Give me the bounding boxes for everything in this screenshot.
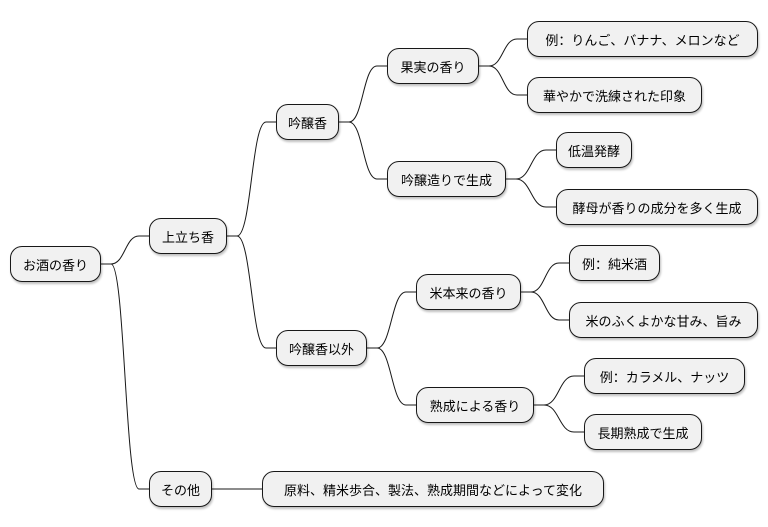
mindmap-node-yeast-aroma[interactable]: 酵母が香りの成分を多く生成 bbox=[556, 189, 758, 225]
mindmap-node-rice-aroma[interactable]: 米本来の香り bbox=[416, 274, 521, 310]
mindmap-node-other-factors[interactable]: 原料、精米歩合、製法、熟成期間などによって変化 bbox=[262, 471, 604, 507]
mindmap-node-ginjoka[interactable]: 吟醸香 bbox=[276, 104, 339, 140]
edge-n1b1-n1b1a bbox=[521, 262, 569, 293]
mindmap-node-junmai-example[interactable]: 例：純米酒 bbox=[569, 245, 660, 281]
mindmap-node-other[interactable]: その他 bbox=[149, 471, 212, 507]
mindmap-node-rice-sweetness[interactable]: 米のふくよかな甘み、旨み bbox=[569, 302, 758, 338]
mindmap-node-refined-impression[interactable]: 華やかで洗練された印象 bbox=[527, 77, 702, 113]
edge-n1a2-n1a2a bbox=[506, 149, 556, 180]
edge-n1b-n1b2 bbox=[367, 347, 416, 406]
edge-n1a-n1a2 bbox=[339, 121, 387, 180]
mindmap-node-long-aging[interactable]: 長期熟成で生成 bbox=[584, 414, 702, 450]
edge-root-n2 bbox=[101, 263, 149, 490]
edge-n1-n1b bbox=[227, 235, 276, 349]
mindmap-node-fruit-aroma[interactable]: 果実の香り bbox=[387, 48, 479, 84]
mindmap-node-ginjo-brewing[interactable]: 吟醸造りで生成 bbox=[387, 161, 506, 197]
edge-n1b2-n1b2b bbox=[534, 404, 584, 433]
edge-n1a1-n1a1a bbox=[479, 38, 527, 67]
edge-root-n1 bbox=[101, 235, 149, 265]
edge-n1a1-n1a1b bbox=[479, 65, 527, 96]
mindmap-node-root[interactable]: お酒の香り bbox=[10, 246, 101, 282]
edge-n1a-n1a1 bbox=[339, 65, 387, 123]
edge-n1a2-n1a2b bbox=[506, 178, 556, 208]
mindmap-node-fruit-examples[interactable]: 例：りんご、バナナ、メロンなど bbox=[527, 21, 758, 57]
edge-n1b2-n1b2a bbox=[534, 375, 584, 406]
mindmap-node-aged-aroma[interactable]: 熟成による香り bbox=[416, 387, 534, 423]
mindmap-node-non-ginjoka[interactable]: 吟醸香以外 bbox=[276, 330, 367, 366]
edge-n1b-n1b1 bbox=[367, 291, 416, 349]
edge-n1-n1a bbox=[227, 121, 276, 237]
edge-n1b1-n1b1b bbox=[521, 291, 569, 321]
mindmap-node-low-temp-fermentation[interactable]: 低温発酵 bbox=[556, 132, 632, 168]
mindmap-node-uwadachika[interactable]: 上立ち香 bbox=[149, 218, 227, 254]
mindmap-node-caramel-example[interactable]: 例：カラメル、ナッツ bbox=[584, 358, 745, 394]
